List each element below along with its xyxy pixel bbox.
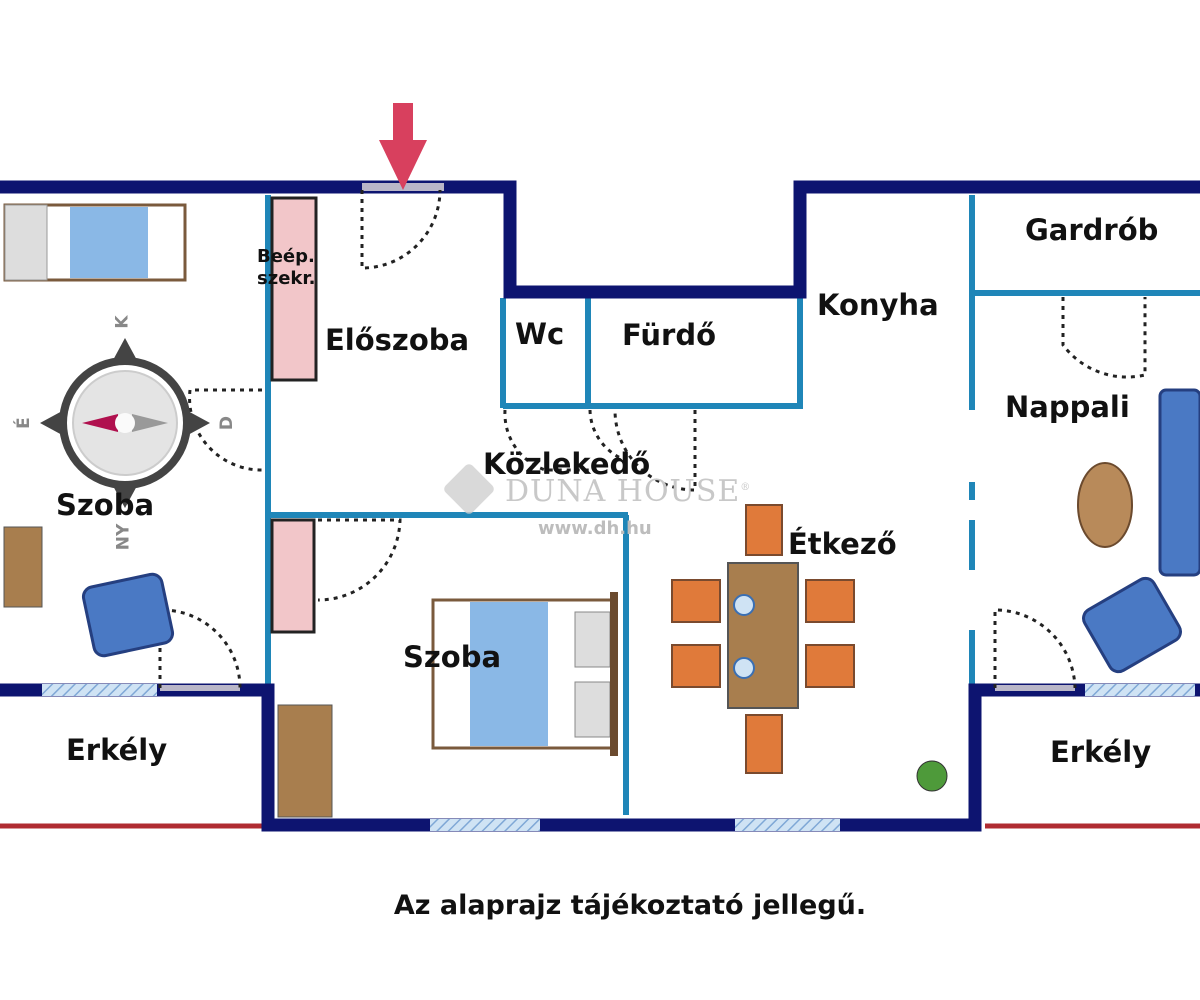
double-bed-icon bbox=[431, 592, 618, 756]
watermark-brand-text: DUNA HOUSE bbox=[505, 474, 741, 509]
compass-icon bbox=[40, 338, 210, 508]
watermark-registered: ® bbox=[740, 482, 752, 493]
wardrobe-label-line1: Beép. bbox=[257, 246, 315, 267]
inner-walls bbox=[265, 195, 1200, 815]
room-label-erkely-left: Erkély bbox=[66, 733, 168, 767]
armchair-icon bbox=[81, 572, 1182, 674]
dining-set-icon bbox=[671, 504, 855, 774]
watermark-logo-icon bbox=[444, 464, 494, 514]
compass-south-label: NY bbox=[113, 523, 134, 551]
room-label-szoba-left: Szoba bbox=[56, 488, 155, 522]
compass-north-label: K bbox=[112, 315, 133, 329]
wardrobe-center-room bbox=[270, 518, 316, 634]
desk-icon bbox=[3, 526, 43, 608]
room-label-etkezo: Étkező bbox=[788, 527, 897, 561]
watermark-url: www.dh.hu bbox=[538, 518, 652, 539]
room-label-konyha: Konyha bbox=[817, 288, 939, 322]
room-label-built-in-wardrobe: Beép.szekr. bbox=[257, 246, 316, 290]
room-label-erkely-right: Erkély bbox=[1050, 735, 1152, 769]
watermark-brand: DUNA HOUSE® bbox=[505, 474, 751, 509]
door-swings bbox=[158, 189, 1147, 689]
compass-east-label: D bbox=[217, 415, 238, 431]
room-label-kozlekedo: Közlekedő bbox=[483, 447, 651, 481]
room-label-eloszoba: Előszoba bbox=[325, 323, 470, 357]
coffee-table-icon bbox=[1077, 462, 1133, 548]
disclaimer-caption: Az alaprajz tájékoztató jellegű. bbox=[393, 890, 867, 921]
room-label-wc: Wc bbox=[515, 317, 565, 351]
sofa-icon bbox=[1158, 388, 1200, 577]
single-bed-icon bbox=[3, 203, 187, 282]
room-label-szoba-center: Szoba bbox=[403, 640, 502, 674]
room-label-furdo: Fürdő bbox=[622, 318, 716, 352]
dresser-icon bbox=[277, 704, 333, 818]
entry-arrow-icon bbox=[379, 103, 427, 190]
room-label-gardrob: Gardrób bbox=[1025, 213, 1159, 247]
wardrobe-label-line2: szekr. bbox=[257, 268, 316, 289]
compass-west-label: É bbox=[13, 417, 34, 429]
built-in-wardrobe bbox=[270, 196, 318, 382]
room-label-nappali: Nappali bbox=[1005, 390, 1130, 424]
plant-icon bbox=[916, 760, 948, 792]
